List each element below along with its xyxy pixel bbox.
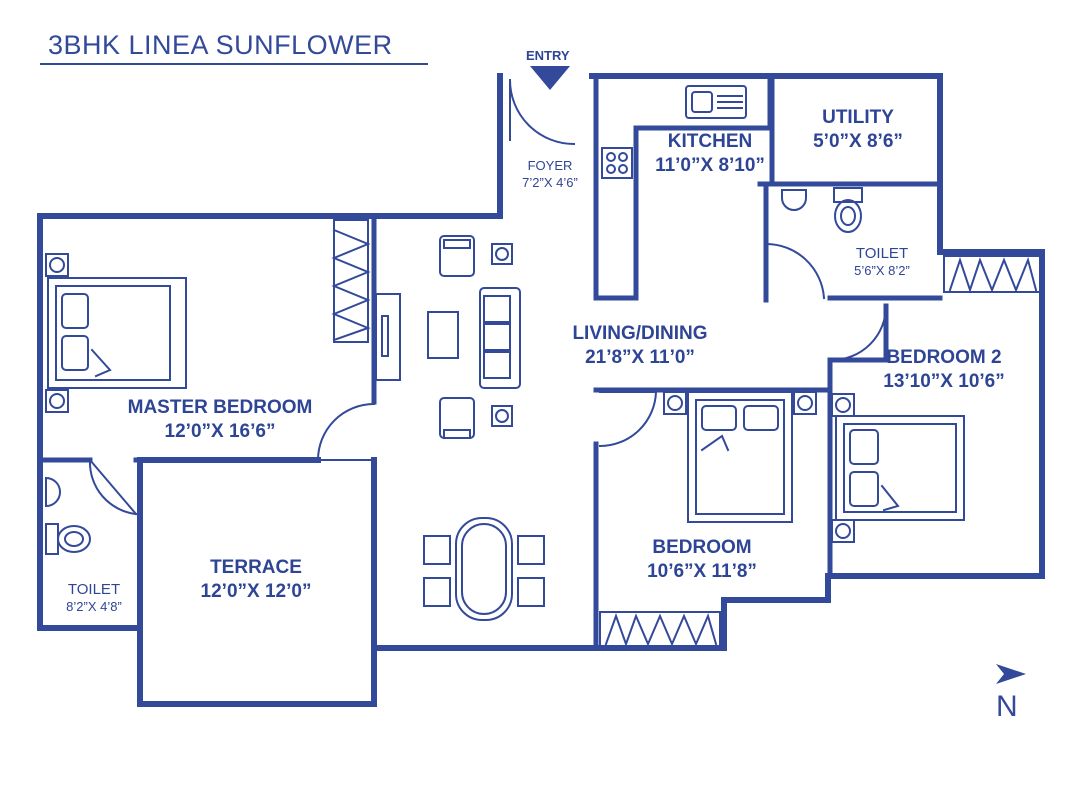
room-name: FOYER: [527, 158, 573, 173]
room-terrace: TERRACE 12’0”X 12’0”: [201, 556, 312, 605]
wardrobes: [331, 219, 1041, 647]
north-label: N: [996, 690, 1018, 723]
room-name: TOILET: [67, 581, 121, 598]
dining-set: [423, 517, 545, 621]
room-size: 5’6”X 8’2”: [854, 263, 910, 279]
room-name: BEDROOM: [652, 537, 752, 558]
bedroom-bed: [663, 391, 817, 523]
room-size: 7’2”X 4’6”: [522, 174, 578, 190]
room-kitchen: KITCHEN 11’0”X 8’10”: [655, 130, 765, 179]
room-size: 10’6”X 11’8”: [647, 561, 757, 583]
living-furniture: [427, 235, 521, 439]
master-bed: [45, 253, 187, 413]
room-living-dining: LIVING/DINING 21’8”X 11’0”: [572, 322, 707, 371]
room-name: TERRACE: [210, 557, 302, 578]
tv-unit: [375, 293, 401, 381]
room-size: 21’8”X 11’0”: [585, 347, 695, 369]
entry-arrow-icon: [530, 66, 570, 90]
bedroom-2-bed: [831, 393, 965, 543]
outer-walls: [37, 73, 1045, 707]
room-size: 12’0”X 16’6”: [164, 421, 276, 443]
room-size: 12’0”X 12’0”: [200, 581, 312, 603]
room-name: KITCHEN: [667, 131, 753, 152]
room-size: 11’0”X 8’10”: [655, 155, 765, 177]
room-size: 13’10”X 10’6”: [883, 371, 1005, 393]
plan-title: 3BHK LINEA SUNFLOWER: [48, 30, 393, 60]
room-toilet-left: TOILET 8’2”X 4’8”: [66, 580, 122, 616]
terrace-slider: [149, 457, 313, 463]
room-name: MASTER BEDROOM: [127, 397, 313, 418]
north-arrow-icon: [996, 664, 1026, 684]
room-toilet-right: TOILET 5’6”X 8’2”: [854, 244, 910, 280]
room-name: BEDROOM 2: [886, 347, 1002, 368]
toilet-left-fixtures: [45, 476, 91, 555]
inner-walls: [37, 73, 943, 651]
room-size: 8’2”X 4’8”: [66, 599, 122, 615]
room-name: UTILITY: [822, 107, 894, 128]
room-master-bedroom: MASTER BEDROOM 12’0”X 16’6”: [128, 396, 313, 445]
entry-label: ENTRY: [526, 48, 570, 63]
room-bedroom: BEDROOM 10’6”X 11’8”: [647, 536, 757, 585]
room-size: 5’0”X 8’6”: [813, 131, 903, 153]
room-name: LIVING/DINING: [572, 323, 708, 344]
room-bedroom-2: BEDROOM 2 13’10”X 10’6”: [883, 346, 1004, 395]
room-name: TOILET: [855, 245, 909, 262]
room-utility: UTILITY 5’0”X 8’6”: [813, 106, 903, 155]
kitchen-fixtures: [601, 85, 747, 179]
door-swings: [88, 78, 888, 516]
toilet-right-fixtures: [781, 187, 863, 233]
title-underline: [40, 63, 428, 65]
room-foyer: FOYER 7’2”X 4’6”: [522, 158, 578, 191]
